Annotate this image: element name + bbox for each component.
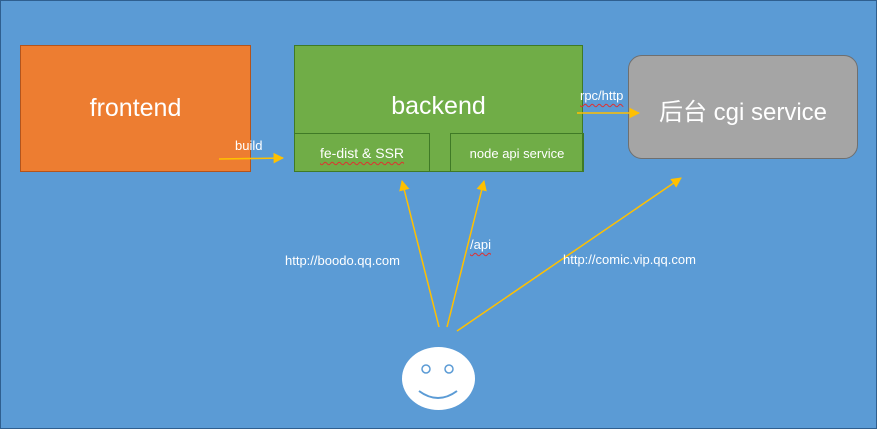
fe-dist-ssr-label: fe-dist & SSR	[319, 145, 405, 161]
frontend-label: frontend	[89, 94, 182, 122]
backend-label: backend	[391, 92, 486, 120]
smile-mouth	[418, 390, 458, 399]
fe-dist-ssr-box[interactable]: fe-dist & SSR	[294, 133, 430, 172]
cgi-service-box[interactable]: 后台 cgi service	[628, 55, 858, 159]
smiley-face-drawing	[418, 364, 458, 399]
comic-url-label: http://comic.vip.qq.com	[563, 252, 696, 267]
comic-arrow	[456, 177, 682, 332]
backend-box[interactable]: backend fe-dist & SSR node api service	[294, 45, 584, 172]
rpc-http-label: rpc/http	[580, 88, 623, 103]
rpc-http-text: rpc/http	[580, 88, 624, 103]
boodo-arrow	[399, 179, 440, 328]
node-api-service-box[interactable]: node api service	[450, 133, 584, 172]
build-label: build	[235, 138, 263, 153]
right-eye	[444, 364, 454, 374]
api-text: /api	[470, 237, 491, 252]
frontend-box[interactable]: frontend	[20, 45, 251, 172]
cgi-service-label: 后台 cgi service	[629, 92, 857, 127]
left-eye	[421, 364, 431, 374]
build-arrow	[218, 152, 285, 164]
smiley-face-icon	[402, 347, 475, 410]
node-api-service-label: node api service	[469, 146, 565, 161]
cgi-service-text: 后台 cgi service	[658, 99, 828, 126]
boodo-url-label: http://boodo.qq.com	[285, 253, 400, 268]
api-label: /api	[470, 237, 491, 252]
api-arrow	[446, 179, 487, 328]
